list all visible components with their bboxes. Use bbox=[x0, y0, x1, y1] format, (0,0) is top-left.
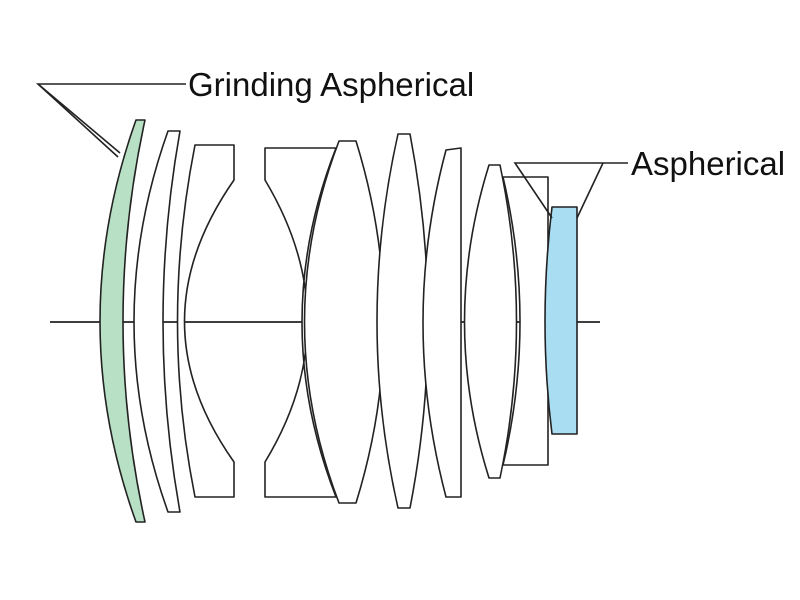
lens-element-3 bbox=[176, 144, 235, 498]
grinding-leader-branch bbox=[37, 83, 121, 154]
lens-element-6 bbox=[376, 133, 429, 509]
lens-element-5 bbox=[303, 140, 385, 504]
grinding-aspherical-label: Grinding Aspherical bbox=[188, 66, 474, 103]
aspherical-element bbox=[544, 206, 578, 435]
aspherical-label: Aspherical bbox=[631, 145, 785, 182]
aspherical-leader-branch bbox=[576, 162, 604, 219]
grinding-aspherical-element bbox=[99, 119, 146, 523]
lens-element-7 bbox=[422, 147, 462, 498]
lens-element-8 bbox=[463, 164, 518, 479]
aspherical-leader-line bbox=[513, 162, 628, 219]
lens-element-9 bbox=[502, 176, 549, 466]
lens-element-2 bbox=[133, 130, 181, 513]
